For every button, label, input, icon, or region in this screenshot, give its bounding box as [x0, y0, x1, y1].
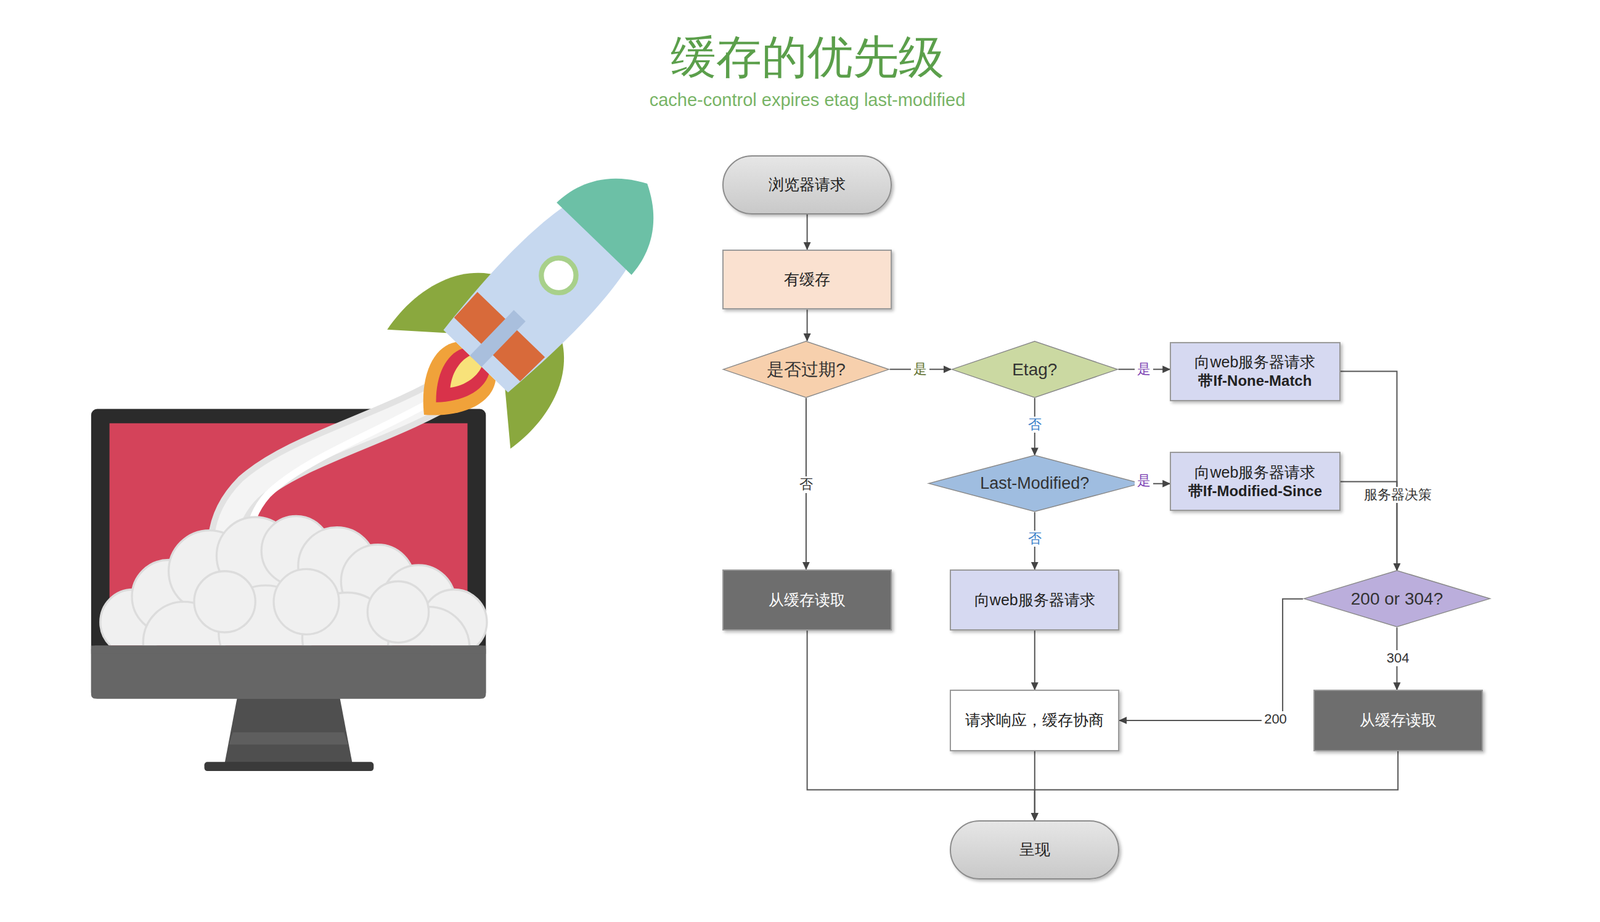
edge-label: 否 [1025, 416, 1045, 433]
process-box: 请求响应，缓存协商 [949, 689, 1120, 751]
monitor-foot [204, 761, 375, 772]
node-label: 向web服务器请求 [1194, 462, 1316, 482]
node-text-group: 从缓存读取 [768, 590, 846, 610]
node-text-group: 浏览器请求 [768, 175, 846, 195]
node-text-group: 向web服务器请求带If-Modified-Since [1188, 462, 1323, 501]
diagram-caption: cache-control expires etag last-modified [0, 89, 1600, 111]
node-label: 请求响应，缓存协商 [965, 710, 1104, 730]
flow-connector [1034, 751, 1398, 821]
node-label: 有缓存 [783, 269, 831, 290]
diagram-title: 缓存的优先级 [0, 27, 1600, 89]
process-box: 向web服务器请求带If-None-Match [1169, 342, 1340, 402]
node-text-group: 呈现 [1019, 840, 1051, 860]
flow-connector [1034, 630, 1036, 690]
flow-connector [806, 310, 809, 342]
diamond-shape [723, 341, 890, 398]
rocket-nose [556, 147, 685, 275]
node-text-group: 200 or 304? [1351, 587, 1443, 610]
edge-label: 否 [1025, 530, 1045, 547]
process-box: 向web服务器请求带If-Modified-Since [1169, 451, 1340, 511]
node-text-group: 向web服务器请求 [974, 590, 1096, 610]
process-box: 从缓存读取 [722, 569, 892, 631]
monitor-chin-top [91, 645, 486, 654]
cloud-puff [273, 568, 339, 635]
flow-connector [806, 214, 809, 250]
stand-shade [228, 732, 349, 745]
rocket-center-fin [469, 310, 526, 367]
flow-connector [1119, 599, 1303, 721]
diamond-shape [928, 455, 1141, 512]
rocket-band [453, 292, 546, 383]
node-sublabel: 带If-None-Match [1198, 371, 1312, 391]
diamond-shape [951, 341, 1118, 398]
process-box: 向web服务器请求 [949, 569, 1120, 631]
node-label: 从缓存读取 [1359, 710, 1437, 730]
edge-label: 304 [1384, 650, 1413, 667]
edge-label: 是 [1134, 472, 1154, 489]
edge-label: 服务器决策 [1361, 486, 1435, 503]
node-text-group: Etag? [1012, 358, 1058, 381]
edge-label: 200 [1261, 711, 1290, 728]
terminal-pill: 浏览器请求 [722, 155, 892, 215]
node-label: 浏览器请求 [768, 175, 846, 195]
node-label: 是否过期? [766, 358, 846, 381]
node-text-group: Last-Modified? [979, 473, 1090, 495]
node-label: 从缓存读取 [768, 590, 846, 610]
process-box: 从缓存读取 [1313, 689, 1483, 751]
node-label: 呈现 [1019, 840, 1051, 860]
monitor-base [91, 645, 486, 772]
terminal-pill: 呈现 [949, 820, 1120, 880]
rocket-window [534, 250, 584, 301]
edge-label: 是 [910, 361, 930, 378]
decision-diamond: 200 or 304? [1302, 570, 1491, 628]
node-text-group: 有缓存 [783, 269, 831, 290]
node-label: Etag? [1012, 358, 1058, 381]
decision-diamond: Last-Modified? [927, 454, 1143, 513]
node-text-group: 请求响应，缓存协商 [965, 710, 1104, 730]
node-label: 向web服务器请求 [1194, 352, 1316, 372]
node-label: Last-Modified? [979, 473, 1090, 495]
edge-label: 否 [796, 476, 816, 493]
node-label: 向web服务器请求 [974, 590, 1096, 610]
diamond-shape [1304, 570, 1491, 627]
edge-label: 是 [1134, 361, 1154, 378]
decision-diamond: 是否过期? [722, 340, 890, 399]
node-text-group: 向web服务器请求带If-None-Match [1194, 352, 1316, 391]
rocket [360, 122, 711, 476]
monitor-stand [224, 698, 353, 764]
flow-connector [1340, 371, 1398, 571]
node-text-group: 从缓存读取 [1359, 710, 1437, 730]
process-box: 有缓存 [722, 249, 892, 311]
cloud-puff [367, 581, 429, 643]
cloud-puff [194, 571, 256, 633]
node-label: 200 or 304? [1351, 587, 1443, 610]
node-sublabel: 带If-Modified-Since [1188, 481, 1323, 501]
smoke-cloud [100, 515, 487, 646]
monitor-chin [91, 645, 486, 699]
decision-diamond: Etag? [951, 340, 1119, 399]
node-text-group: 是否过期? [766, 358, 846, 381]
